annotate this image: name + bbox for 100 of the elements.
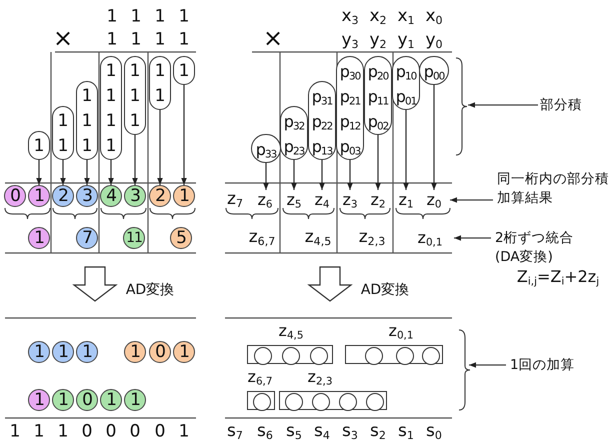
digit-circle: 1	[100, 389, 122, 411]
digit-circle: 1	[28, 341, 50, 363]
partial-product: p$_{01}$	[394, 86, 418, 109]
variable-label: z$_{2,3}$	[308, 369, 332, 387]
arrow	[450, 197, 493, 203]
variable-label: y$_{0}$	[425, 32, 443, 50]
digit: 1	[80, 135, 94, 158]
variable-label: z$_{4}$	[310, 190, 334, 210]
partial-product: p$_{23}$	[282, 136, 306, 159]
digit-circle: 1	[124, 389, 146, 411]
digit: 1	[56, 135, 70, 158]
arrow	[347, 160, 353, 190]
partial-product: p$_{33}$	[254, 139, 278, 162]
arrow	[36, 160, 42, 185]
partial-product: p$_{31}$	[310, 86, 334, 109]
variable-label: 1	[106, 32, 118, 48]
variable-label: z$_{0}$	[422, 190, 446, 210]
arrow	[263, 163, 269, 190]
variable-label: y$_{3}$	[341, 32, 359, 50]
partial-product: p$_{13}$	[310, 136, 334, 159]
partial-product-pill	[173, 56, 195, 85]
digit: 1	[104, 110, 118, 133]
variable-label: s$_{5}$	[286, 423, 302, 441]
partial-product-pill	[28, 131, 50, 160]
variable-label: z$_{2,3}$	[358, 229, 386, 247]
digit: 1	[128, 110, 142, 133]
arrow	[84, 160, 90, 185]
leader-line	[468, 102, 538, 108]
partial-product: p$_{00}$	[422, 61, 446, 84]
digit: 0	[130, 424, 140, 440]
partial-product-pill	[100, 56, 122, 160]
partial-product-pill	[392, 56, 420, 110]
variable-label: 1	[106, 8, 118, 26]
arrow	[60, 160, 66, 185]
digit-circle: 1	[173, 185, 195, 207]
annotation-text: 1回の加算	[510, 356, 600, 374]
arrow	[157, 110, 163, 185]
adder-circle	[422, 346, 440, 364]
digit-circle: 1	[52, 389, 74, 411]
variable-label: z$_{4,5}$	[304, 229, 332, 247]
arrow	[454, 235, 491, 241]
arrow	[108, 160, 114, 185]
variable-label: 1	[178, 32, 190, 48]
adder-circle	[396, 346, 414, 364]
variable-label: s$_{0}$	[426, 423, 442, 441]
digit-circle: 1	[124, 341, 146, 363]
annotation-text: 部分積	[540, 96, 600, 114]
variable-label: z$_{1}$	[394, 190, 418, 210]
partial-product-pill	[76, 81, 98, 160]
digit-circle: 0	[4, 185, 26, 207]
digit-circle: 1	[28, 389, 50, 411]
arrow	[431, 85, 437, 190]
digit: 1	[10, 424, 20, 440]
variable-label: x$_{1}$	[397, 8, 415, 26]
variable-label: s$_{2}$	[370, 423, 386, 441]
partial-product: p$_{10}$	[394, 61, 418, 84]
digit: 1	[32, 135, 46, 158]
multiply-sign: ×	[52, 26, 74, 50]
digit-circle: 2	[52, 185, 74, 207]
digit: 1	[80, 110, 94, 133]
variable-label: 1	[178, 8, 190, 26]
digit: 1	[178, 424, 190, 440]
multiply-sign: ×	[262, 26, 284, 50]
variable-label: x$_{0}$	[425, 8, 443, 26]
adder-circle	[365, 346, 383, 364]
variable-label: x$_{3}$	[341, 8, 359, 26]
variable-label: y$_{2}$	[369, 32, 387, 50]
variable-label: 1	[130, 8, 142, 26]
digit-circle: 7	[76, 227, 98, 249]
variable-label: z$_{2}$	[366, 190, 390, 210]
arrow-label: AD変換	[360, 283, 410, 297]
partial-product-pill	[280, 106, 308, 160]
variable-label: 1	[154, 32, 166, 48]
digit-circle: 0	[76, 389, 98, 411]
variable-label: 1	[154, 8, 166, 26]
digit: 1	[154, 60, 166, 83]
variable-label: z$_{0,1}$	[410, 228, 450, 248]
digit: 0	[106, 424, 116, 440]
arrow	[375, 135, 381, 190]
arrow	[403, 110, 409, 190]
variable-label: z$_{6,7}$	[248, 369, 272, 387]
variable-label: 1	[130, 32, 142, 48]
variable-label: z$_{6}$	[253, 190, 277, 210]
partial-product: p$_{20}$	[366, 61, 390, 84]
partial-product-pill	[124, 56, 146, 135]
variable-label: x$_{2}$	[369, 8, 387, 26]
partial-product-pill	[308, 81, 336, 160]
digit: 1	[128, 60, 142, 83]
partial-product-pill	[52, 106, 74, 160]
digit-circle: 1	[76, 341, 98, 363]
digit-circle: 11	[123, 227, 145, 249]
digit-circle: 3	[124, 185, 146, 207]
digit-circle: 1	[28, 185, 50, 207]
digit: 1	[104, 85, 118, 108]
digit: 1	[56, 110, 70, 133]
digit: 1	[154, 85, 166, 108]
variable-label: z$_{0,1}$	[388, 323, 414, 341]
arrow-label: AD変換	[126, 283, 174, 297]
adder-circle	[253, 392, 271, 410]
arrow	[319, 160, 325, 190]
